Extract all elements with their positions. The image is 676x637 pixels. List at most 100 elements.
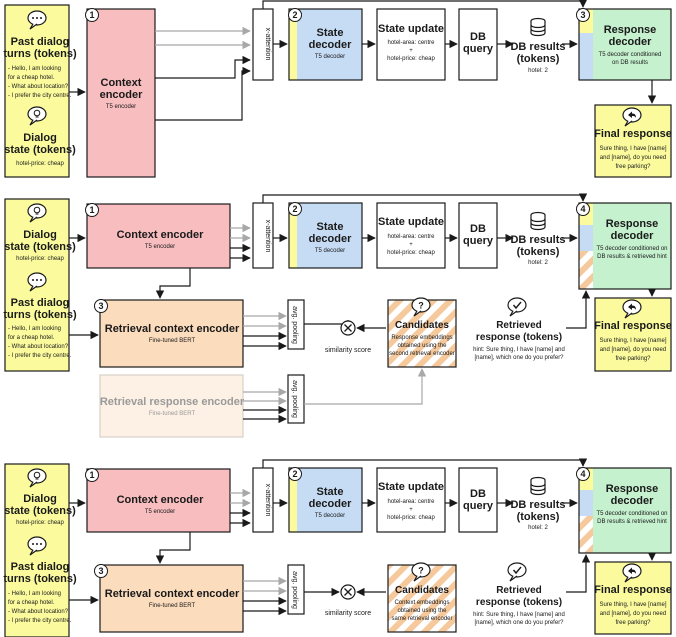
- state-update-line: hotel-area: centre: [387, 40, 435, 46]
- step-number: 3: [98, 566, 103, 576]
- db-results: DB results (tokens) hotel: 2: [510, 17, 566, 74]
- state-decoder-box: 2 State decoder T5 decoder: [288, 8, 363, 81]
- dialog-state-value: hotel-price: cheap: [16, 161, 64, 167]
- response-decoder-title-1: Response: [604, 24, 657, 36]
- state-update-title: State update: [378, 216, 444, 228]
- candidates-title: Candidates: [395, 585, 449, 596]
- db-query-title-2: query: [463, 43, 494, 55]
- db-results: DB results (tokens) hotel: 2: [510, 211, 566, 266]
- avg-pooling-label: avg. pooling: [291, 571, 298, 609]
- x-attention-box: x-attention: [252, 202, 274, 269]
- past-turns-line: - I prefer the city centre.: [8, 353, 72, 359]
- state-decoder-box: 2 State decoder T5 decoder: [288, 202, 363, 269]
- dialog-state-title-2: state (tokens): [4, 144, 76, 156]
- final-response-line: and [name], do you need: [600, 347, 666, 353]
- retrieved-sub: hint: Sure thing, I have [name] and: [473, 612, 565, 618]
- dialog-state-box: Dialog state (tokens) hotel-price: cheap…: [3, 198, 77, 372]
- checkmark-bubble-icon: [507, 562, 527, 582]
- avg-pooling-box: avg. pooling: [287, 564, 305, 615]
- past-turns-title-1: Past dialog: [11, 561, 70, 573]
- context-encoder-sub: T5 encoder: [145, 244, 175, 250]
- past-turns-line: - What about location?: [8, 609, 69, 615]
- db-query-title-2: query: [463, 500, 494, 512]
- database-icon: [530, 211, 546, 231]
- db-results-sub: hotel: 2: [528, 260, 548, 266]
- multiply-circle-icon: [340, 584, 356, 600]
- avg-pooling-label: avg. pooling: [291, 380, 298, 418]
- context-encoder-title: Context encoder: [117, 229, 205, 241]
- retrieval-context-encoder-title: Retrieval context encoder: [105, 323, 240, 335]
- dialog-state-title-1: Dialog: [23, 229, 57, 241]
- dialog-state-title-2: state (tokens): [4, 505, 76, 517]
- avg-pooling-box-2: avg. pooling: [287, 374, 305, 424]
- db-results-sub: hotel: 2: [528, 525, 548, 531]
- state-update-plus: +: [409, 48, 413, 54]
- x-attention-box: x-attention: [252, 467, 274, 533]
- retrieved-sub: [name], which one do you prefer?: [474, 620, 564, 626]
- state-update-title: State update: [378, 23, 444, 35]
- response-decoder-sub: DB results & retrieved hint: [597, 254, 667, 260]
- candidates-title: Candidates: [395, 320, 449, 331]
- dialog-state-title-1: Dialog: [23, 493, 57, 505]
- final-response-line: Sure thing, I have [name]: [599, 146, 666, 152]
- state-update-line: hotel-price: cheap: [387, 515, 435, 521]
- step-number: 3: [98, 301, 103, 311]
- database-icon: [530, 17, 546, 37]
- past-turns-title-2: turns (tokens): [3, 48, 77, 60]
- state-update-line: hotel-area: centre: [387, 234, 435, 240]
- retrieved-title-1: Retrieved: [496, 320, 542, 331]
- response-decoder-title-1: Response: [606, 218, 659, 230]
- final-response-line: Sure thing, I have [name]: [599, 602, 666, 608]
- state-decoder-title-1: State: [317, 221, 344, 233]
- past-turns-line: - What about location?: [8, 84, 69, 90]
- retrieved-sub: hint: Sure thing, I have [name] and: [473, 347, 565, 353]
- database-icon: [530, 476, 546, 496]
- response-decoder-title-2: decoder: [611, 495, 655, 507]
- dialog-state-box: Dialog state (tokens) hotel-price: cheap…: [3, 463, 77, 637]
- db-query-title-1: DB: [470, 223, 486, 235]
- x-attention-label: x-attention: [264, 28, 271, 61]
- panel-bottom: Dialog state (tokens) hotel-price: cheap…: [3, 458, 672, 637]
- past-turns-line: for a cheap hotel.: [8, 335, 55, 341]
- dialog-state-value: hotel-price: cheap: [16, 520, 64, 526]
- similarity-op: similarity score: [325, 584, 371, 617]
- retrieval-context-encoder-sub: Fine-tuned BERT: [149, 603, 196, 609]
- response-decoder-title-2: decoder: [611, 230, 655, 242]
- final-response-box: Final response Sure thing, I have [name]…: [594, 104, 672, 178]
- response-decoder-sub: DB results & retrieved hint: [597, 519, 667, 525]
- state-decoder-box: 2 State decoder T5 decoder: [288, 467, 363, 533]
- context-encoder-box: 1 Context encoder T5 encoder: [85, 203, 231, 269]
- state-update-line: hotel-area: centre: [387, 499, 435, 505]
- db-results-title-1: DB results: [510, 41, 565, 53]
- similarity-label: similarity score: [325, 347, 371, 354]
- state-update-title: State update: [378, 481, 444, 493]
- retrieved-sub: [name], which one do you prefer?: [474, 355, 564, 361]
- context-encoder-title-1: Context: [101, 77, 142, 89]
- avg-pooling-label: avg. pooling: [291, 306, 298, 344]
- x-attention-label: x-attention: [264, 220, 271, 253]
- context-encoder-title-2: encoder: [100, 89, 144, 101]
- dialog-state-value: hotel-price: cheap: [16, 256, 64, 262]
- dialog-state-title-1: Dialog: [23, 132, 57, 144]
- past-turns-line: - What about location?: [8, 344, 69, 350]
- candidates-sub: second retrieval encoder: [389, 351, 455, 357]
- step-number: 1: [89, 470, 94, 480]
- past-turns-line: for a cheap hotel.: [8, 600, 55, 606]
- candidates-box: Candidates Context embeddings obtained u…: [387, 562, 457, 633]
- retrieval-context-encoder-sub: Fine-tuned BERT: [149, 338, 196, 344]
- candidates-sub: obtained using the: [397, 343, 447, 349]
- retrieval-context-encoder-box: 3 Retrieval context encoder Fine-tuned B…: [94, 299, 244, 368]
- x-attention-label: x-attention: [264, 484, 271, 517]
- state-update-line: hotel-price: cheap: [387, 250, 435, 256]
- past-turns-line: - Hello, I am looking: [8, 66, 61, 72]
- state-decoder-sub: T5 decoder: [315, 54, 345, 60]
- step-number: 4: [580, 204, 585, 214]
- past-turns-title-2: turns (tokens): [3, 573, 77, 585]
- response-decoder-box: 4 Response decoder T5 decoder conditione…: [576, 202, 672, 290]
- db-results-title-1: DB results: [510, 234, 565, 246]
- step-number: 2: [292, 10, 297, 20]
- step-number: 1: [89, 205, 94, 215]
- state-decoder-title-1: State: [317, 486, 344, 498]
- db-query-box: DB query: [458, 202, 498, 269]
